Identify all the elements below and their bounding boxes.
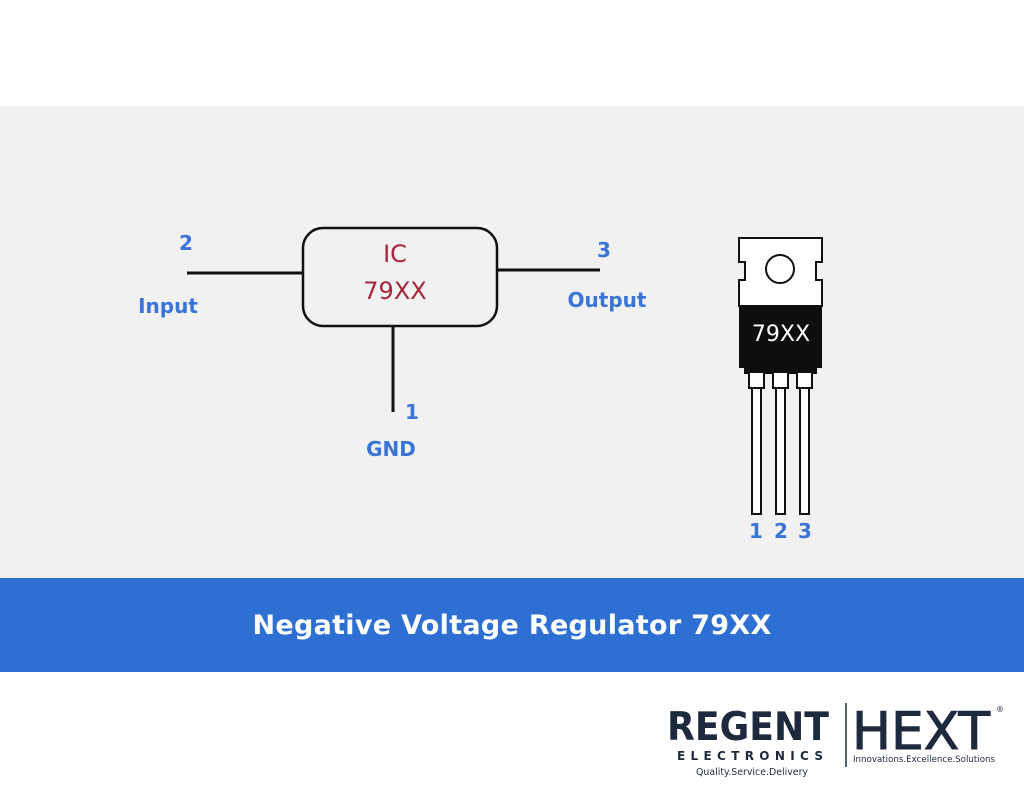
pin-input-number: 2 (179, 231, 193, 255)
hext-logo: HEXT ® Innovations.Excellence.Solutions (852, 702, 1005, 766)
to220-package: 79XX 1 2 3 (738, 237, 823, 543)
pin-gnd-number: 1 (405, 400, 419, 424)
ic-label-line2: 79XX (363, 277, 426, 305)
diagram-canvas: IC 79XX 2 Input 3 Output 1 GND 79XX (138, 226, 823, 543)
pin-output-number: 3 (597, 238, 611, 262)
ic-label-line1: IC (383, 240, 407, 268)
package-pin-1 (748, 371, 765, 515)
package-pin-number-3: 3 (798, 519, 812, 543)
hext-logo-tagline: Innovations.Excellence.Solutions (853, 755, 995, 765)
hext-registered-mark: ® (996, 705, 1004, 714)
package-pin-number-2: 2 (774, 519, 788, 543)
diagram-panel: IC 79XX 2 Input 3 Output 1 GND 79XX (0, 106, 1024, 578)
package-body (739, 306, 822, 368)
package-pin-number-1: 1 (749, 519, 763, 543)
regent-logo-main: REGENT (667, 705, 829, 750)
regent-logo-sub: ELECTRONICS (677, 749, 823, 763)
title-banner: Negative Voltage Regulator 79XX (0, 578, 1024, 672)
package-marking: 79XX (752, 322, 810, 347)
schematic-symbol: IC 79XX 2 Input 3 Output 1 GND (138, 226, 647, 461)
mounting-hole (765, 254, 795, 284)
regent-logo: REGENT ELECTRONICS Quality.Service.Deliv… (667, 705, 829, 778)
banner-title: Negative Voltage Regulator 79XX (252, 609, 772, 641)
package-pin-2 (772, 371, 789, 515)
pin-input-label: Input (138, 294, 198, 318)
pin-gnd-label: GND (366, 437, 416, 461)
ic-body (301, 226, 499, 328)
regent-logo-tagline: Quality.Service.Delivery (696, 767, 808, 778)
package-pin-3 (796, 371, 813, 515)
pin-output-label: Output (568, 288, 647, 312)
hext-logo-main: HEXT (852, 702, 990, 762)
